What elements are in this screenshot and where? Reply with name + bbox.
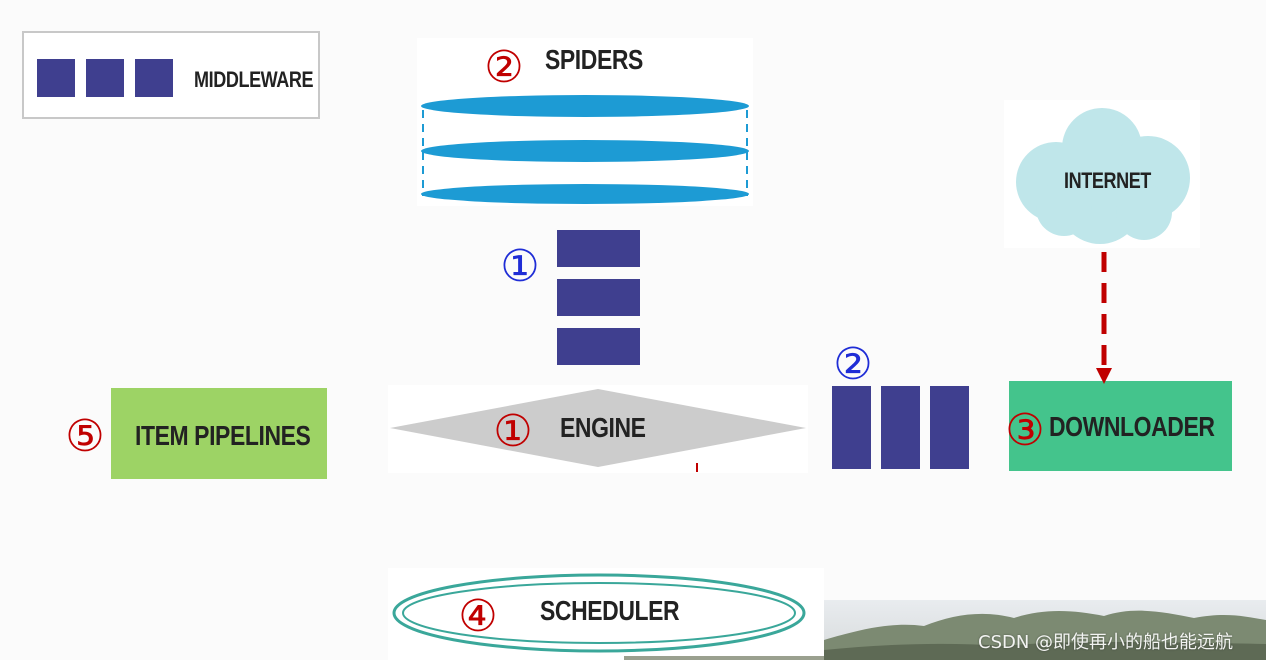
- spider-middleware-block: [557, 230, 640, 267]
- arrow-down-icon: [1096, 252, 1112, 384]
- item-pipelines-box: ITEM PIPELINES: [111, 388, 327, 479]
- engine-label: ENGINE: [560, 412, 646, 443]
- step-marker-downloader-middleware: ②: [833, 339, 873, 390]
- engine-graphic: [390, 389, 806, 472]
- step-marker-spiders: ②: [484, 42, 524, 93]
- spider-middleware-block: [557, 279, 640, 316]
- engine-diamond: [390, 389, 806, 467]
- step-marker-spider-middleware: ①: [500, 241, 540, 292]
- downloader-middleware-block: [881, 386, 920, 469]
- step-marker-scheduler: ④: [458, 591, 498, 642]
- downloader-box: DOWNLOADER: [1009, 381, 1232, 471]
- legend-middleware-block: [37, 59, 75, 97]
- background-photo: [624, 600, 1266, 660]
- scheduler-graphic: [392, 573, 806, 653]
- internet-cloud-icon: [1004, 100, 1200, 248]
- spiders-graphic: [421, 95, 749, 204]
- step-marker-downloader: ③: [1005, 405, 1045, 456]
- step-marker-item-pipelines: ⑤: [65, 411, 105, 462]
- downloader-middleware-block: [832, 386, 871, 469]
- internet-label: INTERNET: [1064, 168, 1151, 193]
- spider-middleware-block: [557, 328, 640, 365]
- legend-middleware-block: [86, 59, 124, 97]
- watermark-text: CSDN @即使再小的船也能远航: [978, 632, 1234, 653]
- spiders-panel: [417, 38, 753, 206]
- item-pipelines-label: ITEM PIPELINES: [135, 420, 311, 451]
- step-marker-engine: ①: [493, 406, 533, 457]
- spiders-label: SPIDERS: [545, 44, 643, 75]
- legend-label: MIDDLEWARE: [194, 67, 314, 92]
- scheduler-label: SCHEDULER: [540, 595, 680, 626]
- legend-middleware-block: [135, 59, 173, 97]
- downloader-middleware-block: [930, 386, 969, 469]
- legend-box: MIDDLEWARE: [22, 31, 320, 119]
- spider-disc: [421, 95, 749, 117]
- downloader-label: DOWNLOADER: [1049, 411, 1215, 442]
- spider-disc: [421, 140, 749, 162]
- spider-disc: [421, 184, 749, 204]
